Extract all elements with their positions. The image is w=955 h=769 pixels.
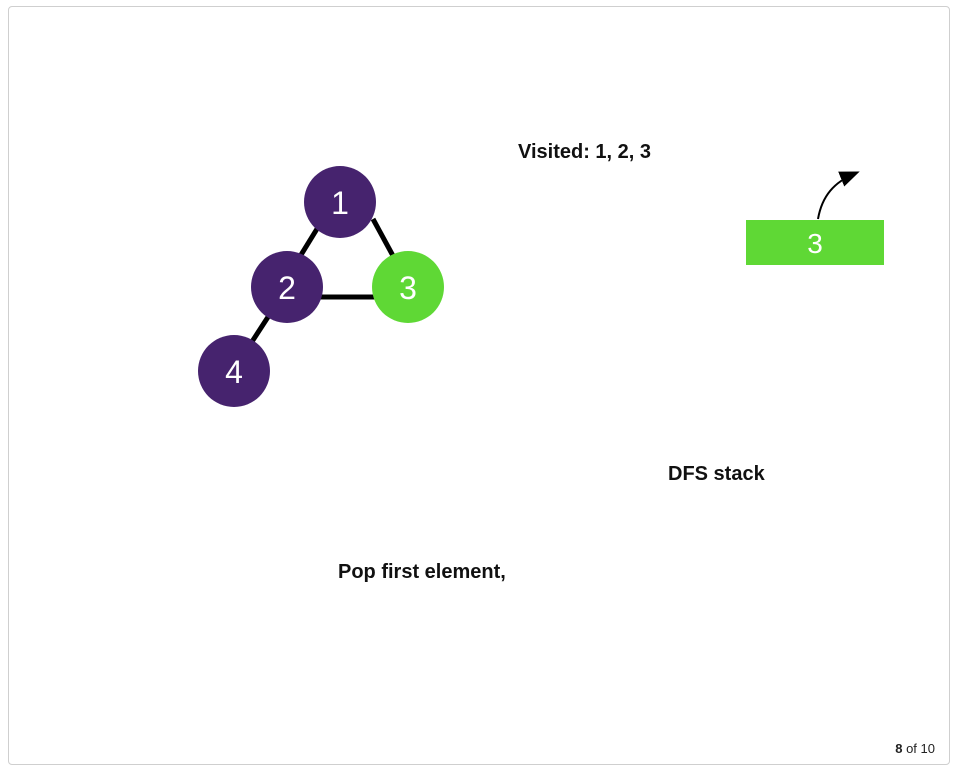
node-1-label: 1 — [331, 185, 349, 221]
node-3: 3 — [372, 251, 444, 323]
counter-of-text: of — [906, 741, 917, 756]
node-1: 1 — [304, 166, 376, 238]
stack-item-box — [746, 220, 884, 265]
node-4-label: 4 — [225, 354, 243, 390]
slide-frame — [8, 6, 950, 765]
stack-item: 3 — [746, 220, 884, 265]
stack-title: DFS stack — [668, 463, 765, 485]
stack-item-label: 3 — [807, 228, 823, 259]
slide-counter: 8 of 10 — [895, 741, 935, 756]
visited-list: Visited: 1, 2, 3 — [518, 141, 652, 163]
step-caption: Pop first element, — [338, 561, 506, 583]
pop-arrow-icon — [817, 171, 860, 220]
node-4: 4 — [198, 335, 270, 407]
node-2-label: 2 — [278, 270, 296, 306]
current-slide-number: 8 — [895, 741, 903, 756]
node-2: 2 — [251, 251, 323, 323]
total-slide-number: 10 — [920, 741, 935, 756]
node-3-label: 3 — [399, 270, 417, 306]
